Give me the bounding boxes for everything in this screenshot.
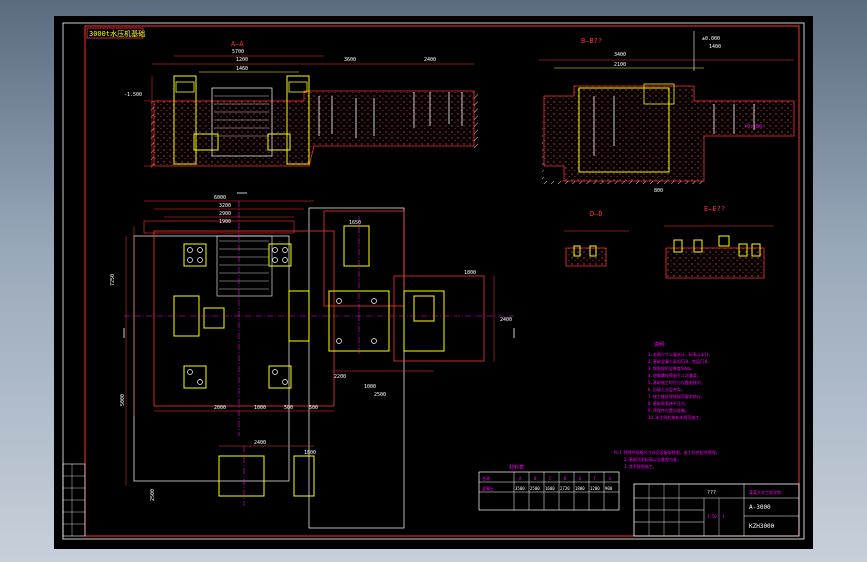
outer-frame <box>62 22 805 540</box>
aa-dim-4: 3600 <box>344 57 356 63</box>
table-r5: 1800 <box>575 486 585 491</box>
plan-dim-14: 2500 <box>374 392 386 398</box>
table-r1: 3500 <box>515 486 525 491</box>
plan-dim-2: 3200 <box>219 203 231 209</box>
title-drawing: A-3000 <box>749 504 771 511</box>
footnote-1: PL1:预埋件规格尺寸详见设备安装图，施工时应配合预埋。 <box>614 449 720 455</box>
section-dd: D—D <box>564 210 629 267</box>
plan-dim-3: 2900 <box>219 211 231 217</box>
note-5: 5.基础施工时应与设备图核对。 <box>648 379 705 385</box>
section-dd-label: D—D <box>590 210 603 218</box>
bb-dim-1: 3400 <box>614 52 626 58</box>
plan-dim-7: 1000 <box>364 384 376 390</box>
table-h3: C <box>549 476 552 481</box>
aa-dim-3: 1460 <box>236 66 248 72</box>
bb-dim-2: 2100 <box>614 62 626 68</box>
material-table: 材料表 名称 A B C D E F G 混凝土 3500 2500 1600 … <box>478 464 620 511</box>
aa-dim-2: 1200 <box>236 57 248 63</box>
section-aa-label: A—A <box>231 40 244 48</box>
plan-dim-13: 500 <box>309 405 318 411</box>
table-h4: D <box>564 476 567 481</box>
section-bb: B—B?? 3400 2100 1400 ±0.000 800 +0.150 <box>539 31 795 194</box>
table-r6: 1200 <box>590 486 600 491</box>
note-8: 8.基础表面抹平压光。 <box>648 400 689 406</box>
plan-dim-15: 2400 <box>254 440 266 446</box>
cad-viewport[interactable]: 3000t水压机基础 A—A 5700 1200 1460 3600 2400 <box>54 16 813 549</box>
table-h7: G <box>609 476 612 481</box>
note-7: 7.施工缝处理按规范要求执行。 <box>648 393 705 399</box>
title-block: 某某大学工程学院 ??? A-3000 KZH3000 1:50 1 <box>633 483 800 537</box>
note-2: 2.基础混凝土采用C20，垫层C10。 <box>648 358 711 364</box>
bb-dim-4: 800 <box>654 188 663 194</box>
table-r2: 2500 <box>530 486 540 491</box>
plan-dim-6: 2200 <box>334 374 346 380</box>
drawing-canvas: 3000t水压机基础 A—A 5700 1200 1460 3600 2400 <box>62 22 805 540</box>
plan-dim-5: 1650 <box>349 220 361 226</box>
plan-dim-4: 1900 <box>219 219 231 225</box>
plan-dim-8: 1800 <box>464 270 476 276</box>
note-10: 10.未注明处按有关规范施工。 <box>648 414 703 420</box>
note-6: 6.回填土分层夯实。 <box>648 386 685 392</box>
plan-dim-16: 1800 <box>304 450 316 456</box>
table-h6: F <box>594 476 597 481</box>
table-h1: A <box>519 476 522 481</box>
bb-level-2: +0.150 <box>744 124 762 130</box>
table-r7: 900 <box>605 486 613 491</box>
table-h0: 名称 <box>482 475 490 481</box>
table-caption: 材料表 <box>509 464 524 471</box>
inner-frame <box>84 25 800 537</box>
title-code: KZH3000 <box>749 523 775 530</box>
bb-level: ±0.000 <box>702 36 720 42</box>
title-name: ??? <box>707 490 716 496</box>
table-r0: 混凝土 <box>482 485 494 491</box>
section-aa: A—A 5700 1200 1460 3600 2400 <box>124 40 478 168</box>
title-scale: 1:50 <box>707 514 717 519</box>
notes-heading: 说明： <box>654 341 669 348</box>
plan-dim-9: 2400 <box>500 317 512 323</box>
section-bb-label: B—B?? <box>581 37 602 45</box>
title-sheet: 1 <box>722 514 725 519</box>
revision-strip <box>62 463 86 537</box>
section-ee: E—E?? <box>664 205 774 279</box>
table-r4: 2720 <box>560 486 570 491</box>
footnote-2: 2.基础顶面标高以设备图为准。 <box>624 456 681 462</box>
aa-dim-5: 2400 <box>424 57 436 63</box>
section-ee-label: E—E?? <box>704 205 725 213</box>
title-box <box>86 27 144 39</box>
note-3: 3.钢筋保护层厚度50mm。 <box>648 365 694 371</box>
plan-dim-12: 500 <box>284 405 293 411</box>
aa-level-1: -1.500 <box>124 92 142 98</box>
notes: 说明： 1.本图尺寸以毫米计，标高以米计。 2.基础混凝土采用C20，垫层C10… <box>614 341 720 469</box>
aa-dim-1: 5700 <box>232 49 244 55</box>
note-9: 9.预埋件位置须准确。 <box>648 407 689 413</box>
plan-dim-v2: 5000 <box>120 394 126 406</box>
bb-dim-3: 1400 <box>709 44 721 50</box>
plan-view: 6000 3200 2900 1900 1650 2200 1000 1800 … <box>110 192 515 529</box>
plan-dim-v1: 7250 <box>110 274 116 286</box>
table-h5: E <box>579 476 582 481</box>
plan-dim-1: 6000 <box>214 195 226 201</box>
note-1: 1.本图尺寸以毫米计，标高以米计。 <box>648 351 713 357</box>
title-school: 某某大学工程学院 <box>749 489 781 495</box>
plan-dim-11: 1000 <box>254 405 266 411</box>
footnote-3: 3.其余按图施工。 <box>624 463 657 469</box>
title-box-label: 3000t水压机基础 <box>89 29 145 38</box>
note-4: 4.地脚螺栓预留孔二次灌浆。 <box>648 372 701 378</box>
plan-dim-10: 2000 <box>214 405 226 411</box>
table-r3: 1600 <box>545 486 555 491</box>
plan-dim-v3: 2500 <box>150 489 156 501</box>
table-h2: B <box>534 476 537 481</box>
